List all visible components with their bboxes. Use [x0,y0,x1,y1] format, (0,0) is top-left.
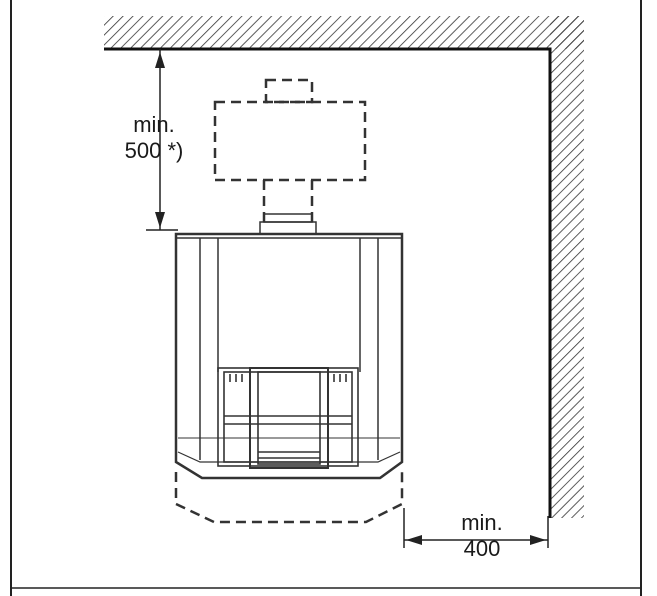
appliance-body [174,232,404,480]
arrow-down [155,212,165,228]
firebox-door [217,367,359,469]
side-clearance-line1: min. [461,510,503,535]
body-outline [174,232,404,480]
optional-top-unit [213,78,367,222]
arrow-up [155,52,165,68]
optional-top-box [213,100,367,182]
side-clearance-label: min. 400 [432,510,532,562]
top-clearance-line2: 500 *) [124,138,184,163]
wall [104,16,584,518]
arrow-left [406,535,422,545]
side-wall-hatch [550,16,584,518]
optional-top-cap [264,78,314,104]
flue-collar [259,213,317,235]
top-clearance-label: min. 500 *) [104,112,204,164]
side-dimension [403,508,549,548]
side-clearance-line2: 400 [463,536,501,561]
arrow-right [530,535,546,545]
wall-edge [104,47,552,518]
top-clearance-line1: min. [133,112,175,137]
top-dimension [146,49,178,231]
optional-base-plate [174,472,404,524]
ceiling-wall-hatch [104,16,584,49]
